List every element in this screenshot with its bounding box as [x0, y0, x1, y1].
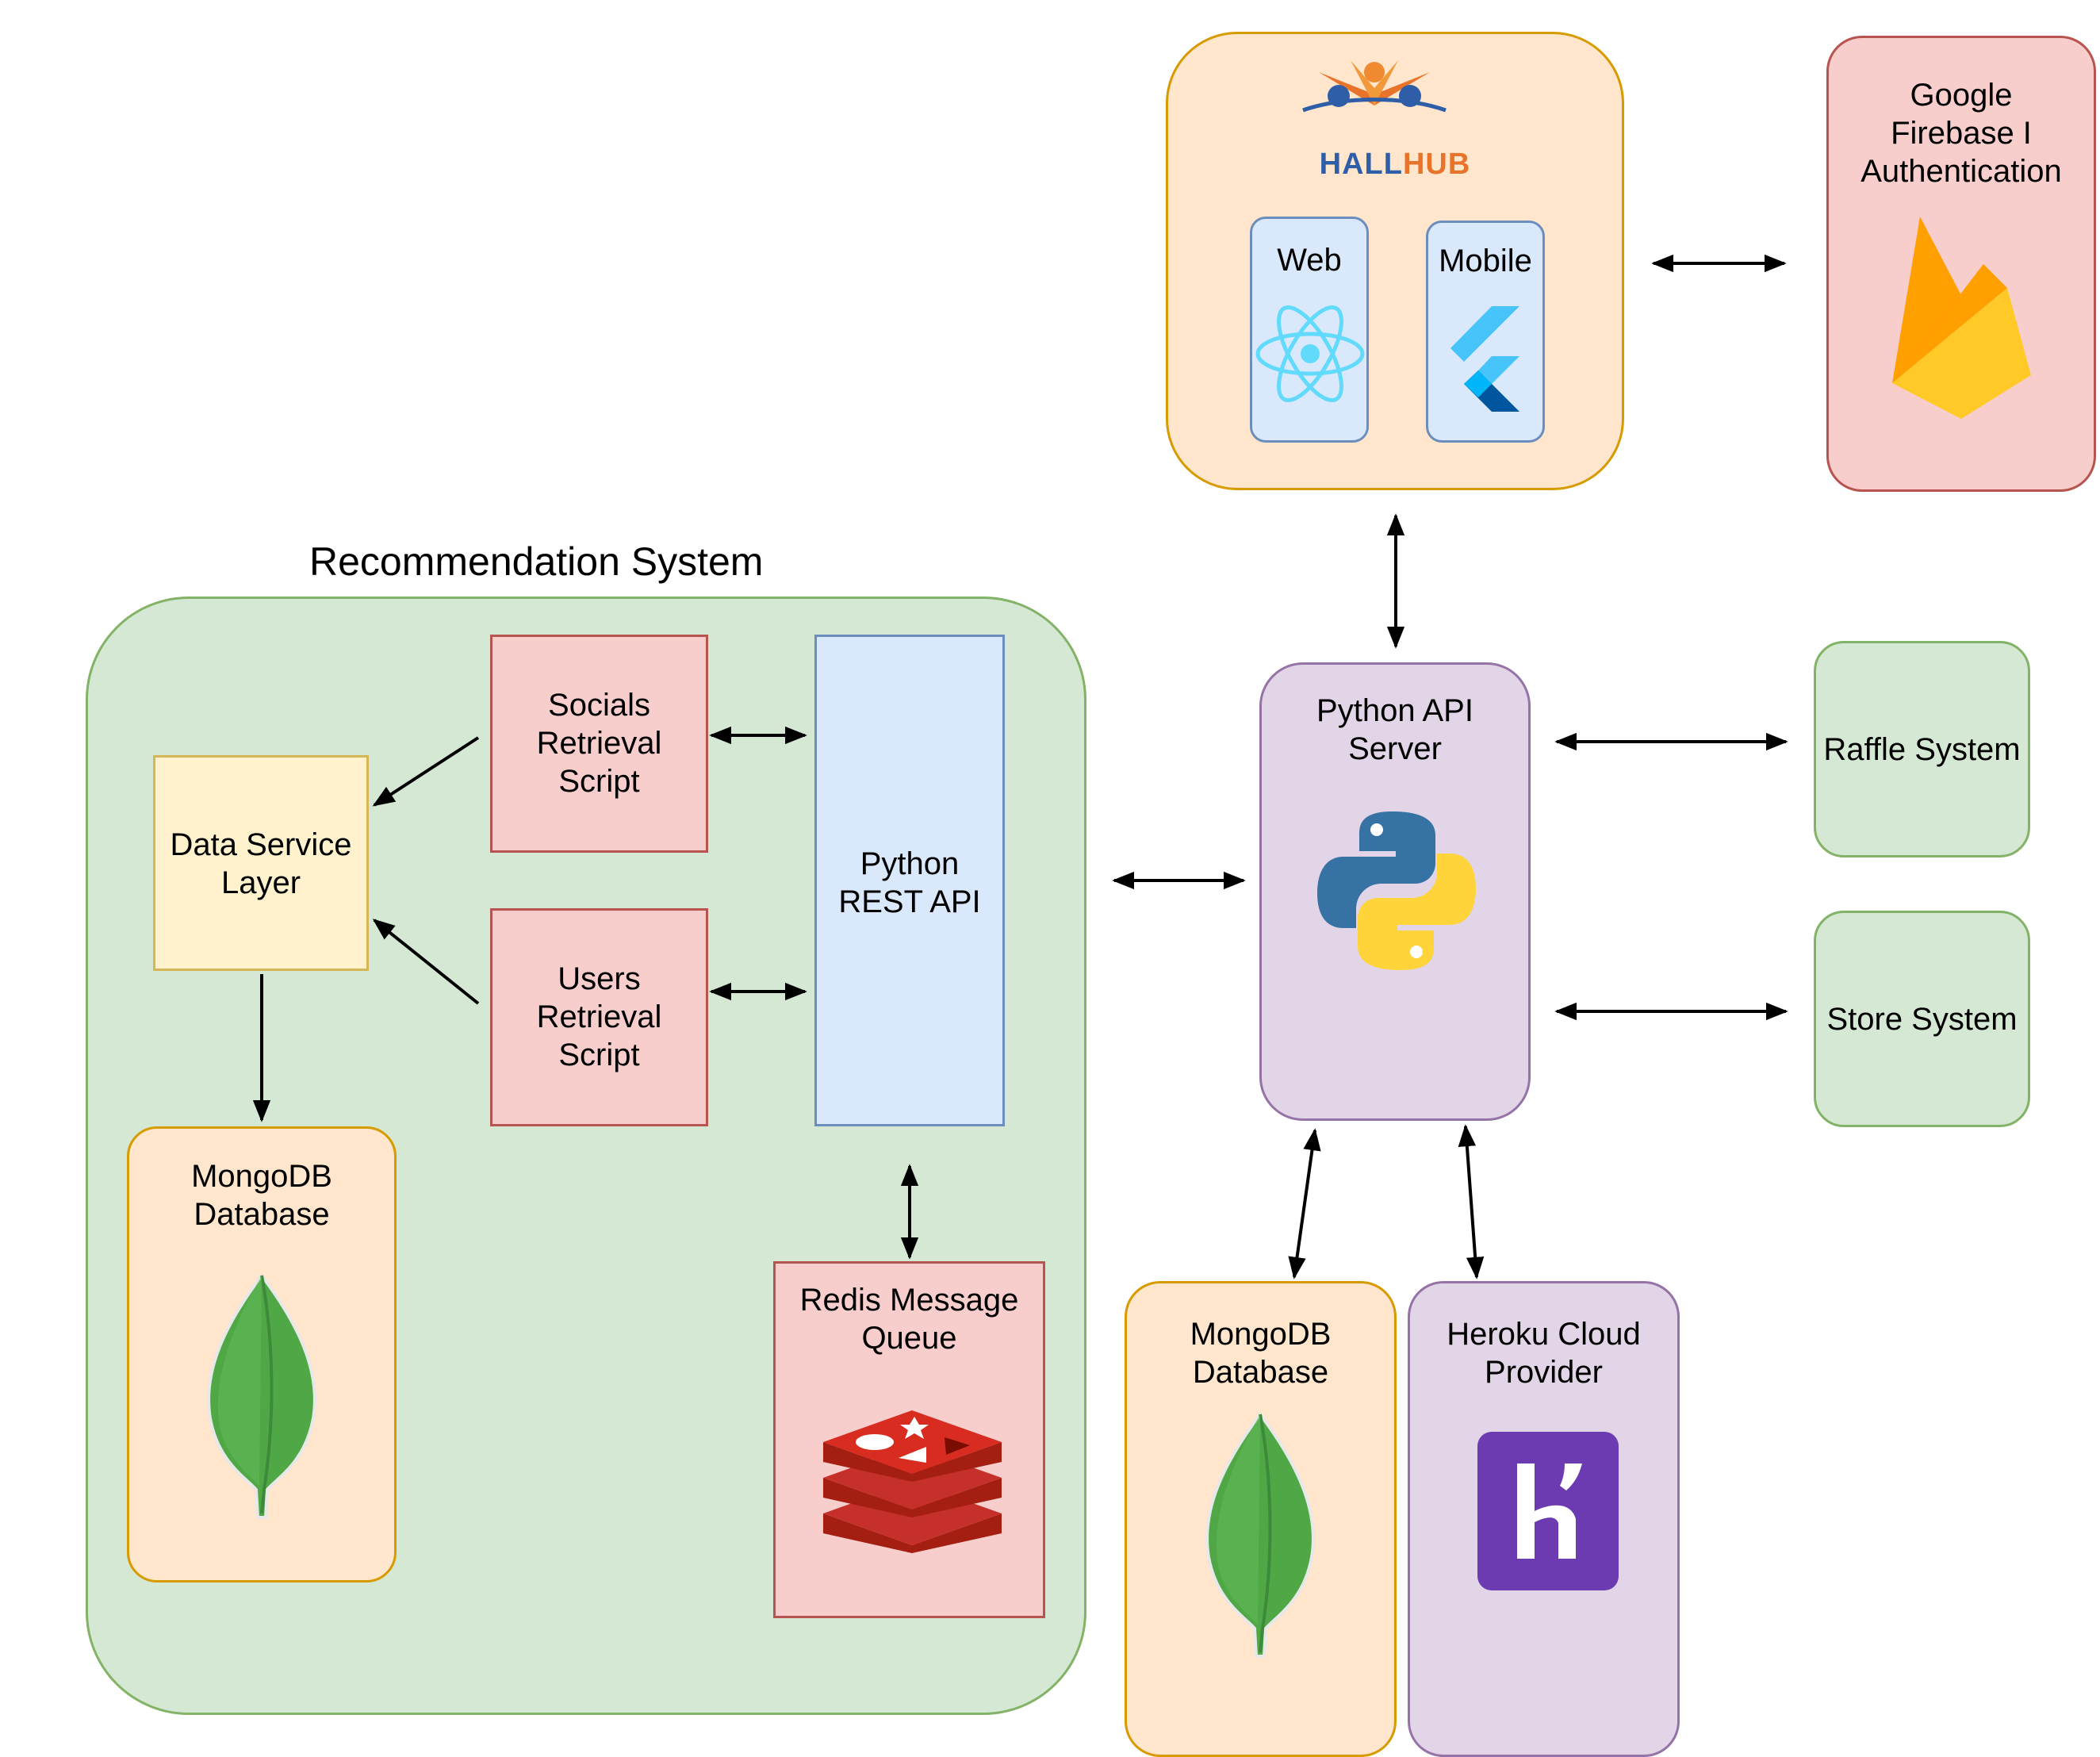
arrow-api-heroku — [1458, 1124, 1485, 1279]
mongodb-database-label: MongoDB Database — [1190, 1317, 1332, 1390]
hallhub-logo — [1302, 60, 1447, 113]
mobile-client-box[interactable]: Mobile — [1426, 221, 1545, 443]
python-rest-api-label: Python REST API — [838, 846, 981, 919]
socials-retrieval-script-label: Socials Retrieval Script — [536, 688, 662, 799]
python-api-server-box[interactable]: Python API Server — [1259, 662, 1531, 1121]
data-service-layer-box[interactable]: Data Service Layer — [153, 755, 369, 971]
mobile-client-label: Mobile — [1439, 244, 1532, 278]
users-retrieval-script-box[interactable]: Users Retrieval Script — [490, 908, 708, 1126]
recommendation-mongodb-label: MongoDB Database — [191, 1159, 332, 1232]
flutter-icon — [1450, 306, 1519, 412]
mongodb-database-box[interactable]: MongoDB Database — [1125, 1281, 1397, 1757]
redis-message-queue-box[interactable]: Redis Message Queue — [773, 1261, 1045, 1618]
arrow-api-mongodb — [1288, 1128, 1321, 1279]
web-client-label: Web — [1277, 243, 1342, 278]
firebase-auth-box[interactable]: Google Firebase I Authentication — [1826, 36, 2096, 492]
react-icon — [1255, 305, 1365, 403]
socials-retrieval-script-box[interactable]: Socials Retrieval Script — [490, 635, 708, 853]
mongodb-leaf-icon — [207, 1272, 316, 1519]
firebase-icon — [1892, 217, 2031, 419]
python-api-server-label: Python API Server — [1316, 693, 1473, 766]
recommendation-system-title: Recommendation System — [309, 539, 764, 584]
raffle-system-box[interactable]: Raffle System — [1814, 641, 2030, 857]
python-rest-api-box[interactable]: Python REST API — [814, 635, 1005, 1126]
redis-message-queue-label: Redis Message Queue — [799, 1283, 1019, 1356]
firebase-auth-label: Google Firebase I Authentication — [1860, 78, 2062, 189]
recommendation-mongodb-box[interactable]: MongoDB Database — [127, 1126, 397, 1582]
mongodb-leaf-icon — [1205, 1411, 1315, 1658]
python-icon — [1317, 811, 1476, 970]
raffle-system-label: Raffle System — [1823, 732, 2021, 767]
redis-icon — [823, 1410, 1002, 1553]
heroku-icon — [1477, 1432, 1619, 1590]
users-retrieval-script-label: Users Retrieval Script — [536, 961, 662, 1072]
hallhub-client-box: HALLHUB Web Mobile — [1166, 32, 1624, 490]
store-system-box[interactable]: Store System — [1814, 911, 2030, 1127]
hallhub-wordmark: HALLHUB — [1319, 148, 1471, 181]
heroku-cloud-provider-label: Heroku Cloud Provider — [1447, 1317, 1641, 1390]
web-client-box[interactable]: Web — [1250, 217, 1369, 443]
arrow-users-dataservice — [372, 919, 480, 1005]
store-system-label: Store System — [1826, 1002, 2018, 1037]
connector-arrows — [252, 254, 1788, 1279]
data-service-layer-label: Data Service Layer — [170, 827, 352, 900]
arrow-socials-dataservice — [372, 736, 480, 807]
heroku-cloud-provider-box[interactable]: Heroku Cloud Provider — [1408, 1281, 1680, 1757]
